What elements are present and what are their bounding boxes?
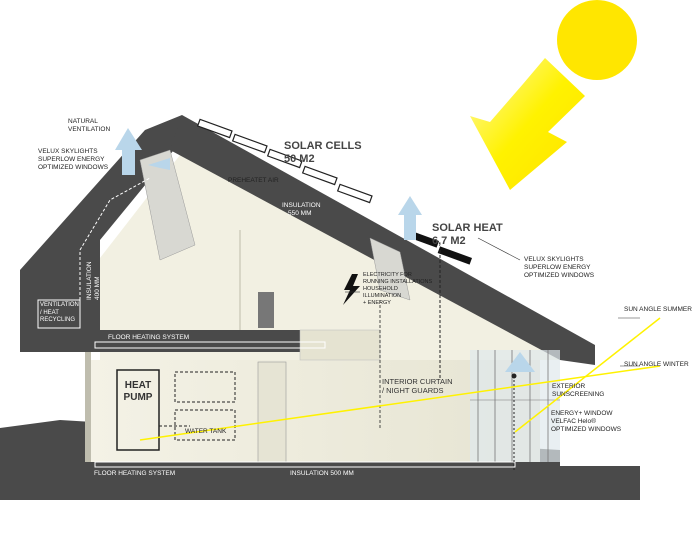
interior-lower	[85, 360, 540, 462]
ventilation-box	[37, 299, 81, 329]
right-skylight	[369, 237, 411, 301]
ground-base	[0, 466, 640, 500]
ventilation-box-label: VENTILATION / HEAT RECYCLING	[40, 302, 79, 323]
sun-angle-summer-label: SUN ANGLE SUMMER	[624, 306, 692, 313]
airflow-arrows-icon	[115, 128, 535, 372]
heat-pump-box	[116, 369, 160, 451]
door-frame	[257, 361, 287, 463]
velux-right-label: VELUX SKYLIGHTS SUPERLOW ENERGY OPTIMIZE…	[524, 256, 595, 279]
preheated-air-label: PREHEATET AIR	[228, 177, 279, 184]
sun-angle-winter-label: SUN ANGLE WINTER	[624, 361, 689, 368]
floor-heating-lower-label: FLOOR HEATING SYSTEM	[94, 470, 176, 477]
dashed-box-lower	[174, 409, 236, 441]
lightning-bolt-icon	[343, 274, 360, 305]
heat-pump-label: HEAT PUMP	[123, 380, 153, 403]
interior-curtain-label: INTERIOR CURTAIN / NIGHT GUARDS	[382, 377, 453, 395]
interior-upper	[100, 155, 560, 360]
insulation-wall-label: INSULATION 400 MM	[86, 261, 101, 300]
sun-icon	[557, 0, 637, 80]
water-tank-label: WATER TANK	[185, 428, 227, 435]
solar-cells-panels	[196, 118, 373, 204]
natural-ventilation-label: NATURAL VENTILATION	[68, 118, 111, 133]
insulation-floor-label: INSULATION 500 MM	[290, 470, 354, 477]
main-roof	[170, 115, 595, 365]
upper-floor-slab	[20, 330, 330, 352]
sun-ray-arrow-icon	[470, 58, 585, 190]
lower-floor-heating-strip	[94, 461, 516, 468]
upper-room-opening	[258, 292, 274, 328]
exterior-sunscreening-label: EXTERIOR SUNSCREENING	[552, 383, 605, 398]
sun-angle-summer-line	[514, 317, 661, 433]
ventilation-duct	[79, 177, 151, 310]
solar-cells-label: SOLAR CELLS 50 M2	[284, 140, 362, 165]
leader-lines	[345, 237, 640, 367]
floor-heating-upper-label: FLOOR HEATING SYSTEM	[108, 334, 190, 341]
dashed-box-upper	[174, 371, 236, 403]
insulation-roof-label: INSULATION 550 MM	[282, 202, 321, 217]
sun-angle-winter-line	[139, 365, 661, 441]
stair-block	[299, 329, 381, 361]
left-column	[85, 352, 91, 462]
left-skylight	[139, 149, 196, 261]
solar-heat-label: SOLAR HEAT 6,7 M2	[432, 222, 503, 247]
electricity-label: ELECTRICITY FOR RUNNING INSTALLATIONS HO…	[363, 272, 433, 306]
upper-floor-heating-strip	[94, 341, 326, 349]
energy-window-label: ENERGY+ WINDOW VELFAC Helo® OPTIMIZED WI…	[551, 410, 622, 433]
velux-left-label: VELUX SKYLIGHTS SUPERLOW ENERGY OPTIMIZE…	[38, 148, 109, 171]
